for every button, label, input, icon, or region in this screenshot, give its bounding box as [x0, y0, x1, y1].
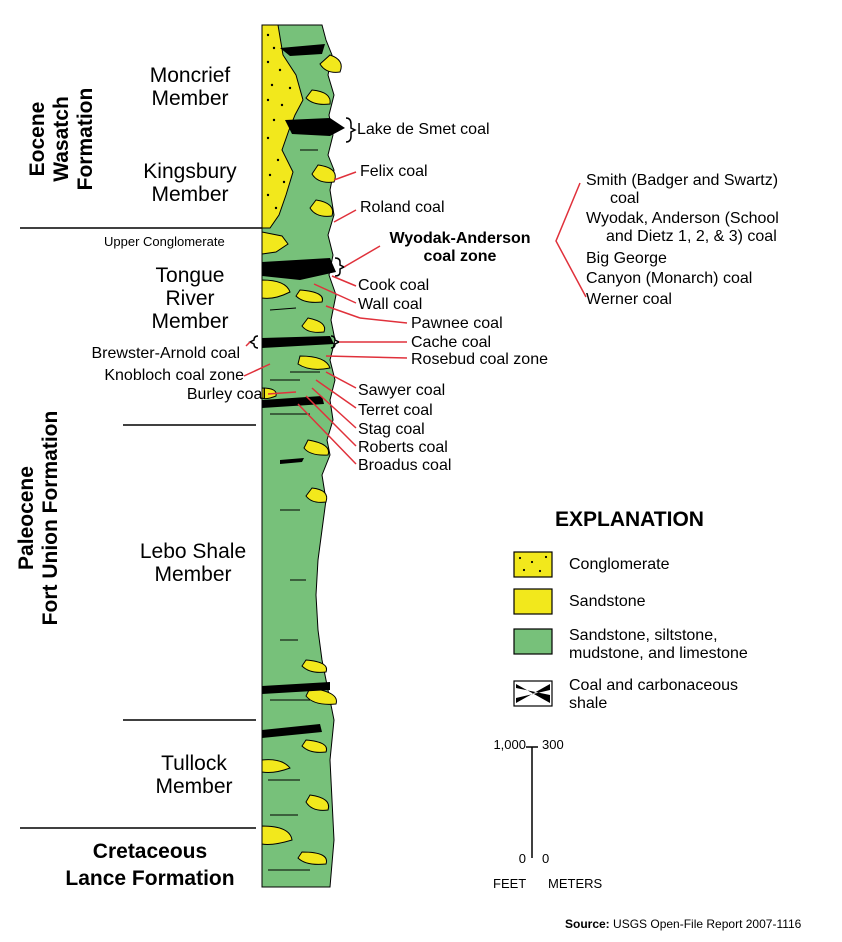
member-moncrief-line1: Moncrief — [149, 64, 231, 87]
scale-meters-label: METERS — [548, 876, 603, 891]
formation-cretaceous-line2: Lance Formation — [65, 867, 235, 891]
wyodak-anderson-line2: coal zone — [423, 247, 497, 265]
explanation-siltstone-line1: Sandstone, siltstone, — [569, 627, 718, 644]
member-lebo-line2: Member — [154, 563, 232, 587]
explanation-siltstone: Sandstone, siltstone, mudstone, and lime… — [569, 627, 748, 664]
coal-broadus: Broadus coal — [358, 457, 452, 474]
source-text: USGS Open-File Report 2007-1116 — [613, 917, 802, 931]
scale-feet-top: 1,000 — [493, 737, 526, 752]
coal-rosebud: Rosebud coal zone — [411, 351, 548, 368]
wyodak-bed-smith: Smith (Badger and Swartz) coal — [586, 172, 778, 207]
explanation-sandstone: Sandstone — [569, 593, 646, 611]
member-moncrief-line2: Member — [151, 87, 229, 111]
coal-sawyer: Sawyer coal — [358, 382, 446, 399]
leader-lines — [243, 171, 587, 465]
coal-lake-de-smet: Lake de Smet coal — [357, 121, 490, 138]
coal-terret: Terret coal — [358, 402, 433, 419]
wyodak-anderson-line1: Wyodak-Anderson — [389, 230, 531, 247]
member-tongue-river-line2: River — [165, 287, 215, 311]
scale-feet-label: FEET — [493, 876, 527, 891]
scale-bar — [526, 746, 538, 858]
member-upper-conglomerate: Upper Conglomerate — [104, 234, 225, 249]
explanation-title: EXPLANATION — [555, 508, 704, 531]
scale-feet-bottom: 0 — [518, 851, 526, 866]
coal-wyodak-anderson-zone: Wyodak-Anderson coal zone — [360, 230, 560, 265]
scale-meters-top: 300 — [542, 737, 564, 752]
formation-cretaceous: Cretaceous Lance Formation — [40, 838, 260, 893]
coal-cache: Cache coal — [411, 334, 492, 351]
member-tongue-river: Tongue River Member — [130, 264, 250, 333]
explanation-coal-line2: shale — [569, 695, 608, 713]
wyodak-bed-wa-line1: Wyodak, Anderson (School — [586, 210, 779, 227]
explanation-conglomerate-label: Conglomerate — [569, 556, 670, 573]
formation-paleocene: Paleocene Fort Union Formation — [15, 408, 67, 628]
member-lebo: Lebo Shale Member — [126, 540, 260, 586]
coal-stag: Stag coal — [358, 421, 425, 438]
wyodak-bed-big-george: Big George — [586, 250, 667, 267]
member-tongue-river-line1: Tongue — [155, 264, 225, 287]
siltstone-hatching — [268, 149, 320, 871]
formation-eocene-line2: Wasatch — [50, 96, 74, 182]
explanation-coal: Coal and carbonaceous shale — [569, 677, 738, 714]
member-tongue-river-line3: Member — [151, 310, 229, 334]
explanation-conglomerate: Conglomerate — [569, 556, 670, 574]
coal-roland: Roland coal — [360, 199, 445, 216]
formation-paleocene-line1: Paleocene — [15, 466, 38, 570]
wyodak-bed-canyon: Canyon (Monarch) coal — [586, 270, 753, 287]
coal-wall: Wall coal — [358, 296, 423, 313]
member-lebo-line1: Lebo Shale — [139, 540, 247, 563]
swatch-siltstone — [513, 628, 553, 655]
scale-meters-bottom: 0 — [542, 851, 550, 866]
formation-paleocene-line2: Fort Union Formation — [39, 410, 63, 626]
coal-knobloch: Knobloch coal zone — [104, 367, 244, 384]
explanation-coal-line1: Coal and carbonaceous — [569, 677, 739, 694]
wyodak-bed-smith-line2: coal — [610, 189, 640, 207]
formation-eocene: Eocene Wasatch Formation — [26, 64, 104, 214]
explanation-sandstone-label: Sandstone — [569, 593, 646, 610]
member-kingsbury-line2: Member — [151, 183, 229, 207]
conglomerate-lens — [261, 231, 289, 255]
coal-brewster-arnold: Brewster-Arnold coal — [91, 345, 241, 362]
explanation-siltstone-line2: mudstone, and limestone — [569, 645, 748, 663]
conglomerate-dots — [264, 33, 292, 248]
swatch-coal-pattern — [516, 684, 550, 703]
formation-eocene-line1: Eocene — [26, 101, 49, 177]
source-prefix: Source: — [565, 917, 610, 931]
coal-felix: Felix coal — [360, 163, 428, 180]
source-note: Source: USGS Open-File Report 2007-1116 — [565, 917, 802, 931]
member-tullock-line1: Tullock — [161, 752, 227, 775]
member-moncrief: Moncrief Member — [130, 64, 250, 110]
conglomerate-upper — [261, 24, 304, 229]
wyodak-bed-werner: Werner coal — [586, 291, 672, 308]
coal-beds — [262, 44, 345, 738]
member-tullock: Tullock Member — [134, 752, 254, 798]
swatch-conglomerate-dots — [518, 555, 548, 573]
formation-cretaceous-line1: Cretaceous — [92, 840, 208, 863]
sandstone-lenses — [261, 54, 342, 865]
member-kingsbury: Kingsbury Member — [130, 160, 250, 206]
wyodak-bed-wa-line2: and Dietz 1, 2, & 3) coal — [606, 227, 777, 245]
formation-eocene-line3: Formation — [74, 87, 98, 191]
wyodak-bed-wyodak-anderson: Wyodak, Anderson (School and Dietz 1, 2,… — [586, 210, 779, 245]
coal-pawnee: Pawnee coal — [411, 315, 503, 332]
swatch-conglomerate — [513, 551, 553, 578]
coal-roberts: Roberts coal — [358, 439, 448, 456]
member-tullock-line2: Member — [155, 775, 233, 799]
swatch-sandstone — [513, 588, 553, 615]
coal-cook: Cook coal — [358, 277, 430, 294]
coal-burley: Burley coal — [186, 386, 266, 403]
wyodak-bed-smith-line1: Smith (Badger and Swartz) — [586, 172, 779, 189]
member-kingsbury-line1: Kingsbury — [143, 160, 237, 183]
